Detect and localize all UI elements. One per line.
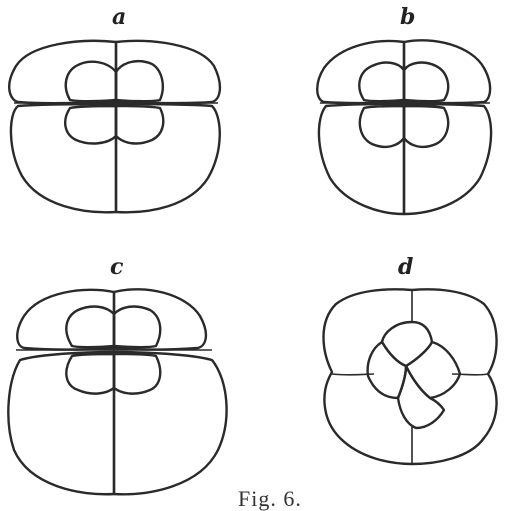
panel-d-micromere-right <box>406 342 460 398</box>
panel-c-embryo <box>8 289 226 494</box>
panel-d-micromere-top <box>382 322 432 366</box>
panel-a-micromere-top-left <box>66 62 116 101</box>
panel-a-micromere-bottom-right <box>116 106 163 143</box>
panel-a-macromere-bottom-left <box>11 104 116 212</box>
panel-b-micromere-bottom-right <box>404 106 448 147</box>
panel-b-embryo <box>317 40 491 214</box>
panel-c-macromere-bottom-left <box>8 352 114 494</box>
figure-caption: Fig. 6. <box>238 488 302 510</box>
panel-b-macromere-bottom-left <box>319 104 404 214</box>
panel-a-embryo <box>9 41 220 212</box>
panel-d-embryo <box>324 289 497 464</box>
panel-c-micromere-top-left <box>66 307 114 348</box>
panel-a-micromere-bottom-left <box>65 106 116 143</box>
panel-c-micromere-bottom-right <box>114 354 160 394</box>
panel-c-micromere-top-right <box>114 307 160 348</box>
panel-a-micromere-top-right <box>116 61 163 101</box>
panel-c-micromere-bottom-left <box>66 354 114 394</box>
panel-a-macromere-top-right <box>116 41 220 103</box>
panel-c-macromere-top-left <box>17 290 114 350</box>
panel-a-macromere-top-left <box>9 41 116 103</box>
panel-a-macromere-bottom-right <box>116 104 220 212</box>
panel-c-macromere-bottom-right <box>114 352 227 494</box>
panel-b-micromere-top-left <box>359 63 404 102</box>
panel-c-macromere-top-right <box>114 289 206 349</box>
panel-d-outer-outline <box>324 289 497 464</box>
panel-b-micromere-top-right <box>404 63 448 102</box>
panel-b-micromere-bottom-left <box>360 106 404 147</box>
